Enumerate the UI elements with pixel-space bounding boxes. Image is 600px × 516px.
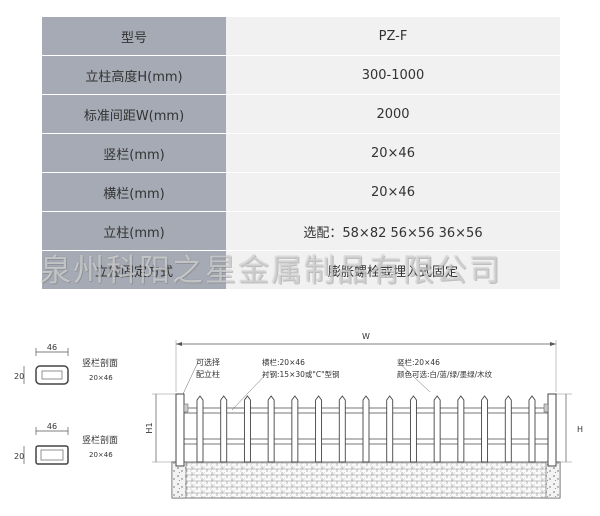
dim-h1-label: H1 <box>145 422 154 433</box>
picket <box>338 395 346 463</box>
dim-h-label: H <box>577 425 583 434</box>
post-left <box>175 393 185 467</box>
row-value-rail: 20×46 <box>226 172 560 212</box>
spec-table: 型号 PZ-F 立柱高度H(mm) 300-1000 标准间距W(mm) 200… <box>42 17 560 290</box>
picket <box>291 395 299 463</box>
picket <box>386 395 394 463</box>
table-row: 标准间距W(mm) 2000 <box>42 94 560 134</box>
note-picket-line2: 颜色可选:白/蓝/绿/墨绿/木纹 <box>397 369 493 379</box>
row-label-spacing: 标准间距W(mm) <box>42 94 226 134</box>
note-rail-line2: 衬钢:15×30或"C"型钢 <box>262 369 340 379</box>
picket <box>196 395 204 463</box>
section-1-title: 竖栏剖面 <box>82 357 118 369</box>
picket <box>481 395 489 463</box>
row-value-post: 选配：58×82 56×56 36×56 <box>226 211 560 251</box>
pickets <box>196 395 536 463</box>
row-value-fixing: 膨胀螺栓或埋入式固定 <box>226 250 560 290</box>
table-row: 型号 PZ-F <box>42 17 560 56</box>
picket <box>220 395 228 463</box>
section-1-dim-width: 46 <box>47 343 57 352</box>
row-value-picket: 20×46 <box>226 133 560 173</box>
picket <box>267 395 275 463</box>
table-row: 立柱高度H(mm) 300-1000 <box>42 55 560 95</box>
post-foundation-left <box>171 461 187 499</box>
fence-diagram: 46 20 竖栏剖面 20×46 46 20 竖栏剖面 20×46 W H1 <box>14 332 583 499</box>
section-2-dim-width: 46 <box>47 422 57 431</box>
post-right <box>547 393 557 467</box>
post-foundation-right <box>545 461 561 499</box>
picket <box>315 395 323 463</box>
section-1-size: 20×46 <box>89 374 113 382</box>
table-row: 竖栏(mm) 20×46 <box>42 133 560 173</box>
fence-elevation: W H1 H 可选择 配立柱 横栏:20×46 衬钢:15×30或 <box>145 332 583 499</box>
picket <box>243 395 251 463</box>
row-label-fixing: 立柱固定方式 <box>42 250 226 290</box>
picket <box>528 395 536 463</box>
table-row: 横栏(mm) 20×46 <box>42 172 560 212</box>
note-post-line2: 配立柱 <box>196 369 220 379</box>
row-label-post: 立柱(mm) <box>42 211 226 251</box>
note-picket-line1: 竖栏:20×46 <box>397 357 440 367</box>
row-value-model: PZ-F <box>226 17 560 56</box>
table-row: 立柱(mm) 选配：58×82 56×56 36×56 <box>42 211 560 251</box>
section-2-title: 竖栏剖面 <box>82 434 118 446</box>
note-rail-line1: 横栏:20×46 <box>262 357 305 367</box>
row-label-model: 型号 <box>42 17 226 56</box>
section-2-profile-icon <box>35 445 69 465</box>
row-value-post-height: 300-1000 <box>226 55 560 95</box>
picket <box>362 395 370 463</box>
picket <box>457 395 465 463</box>
row-label-picket: 竖栏(mm) <box>42 133 226 173</box>
section-1: 46 20 竖栏剖面 20×46 <box>14 343 118 385</box>
picket <box>504 395 512 463</box>
note-post-line1: 可选择 <box>196 357 220 367</box>
row-value-spacing: 2000 <box>226 94 560 134</box>
section-1-dim-height: 20 <box>14 372 24 381</box>
ground-block <box>171 461 561 499</box>
section-2: 46 20 竖栏剖面 20×46 <box>14 422 118 465</box>
row-label-rail: 横栏(mm) <box>42 172 226 212</box>
section-1-profile-icon <box>35 365 69 385</box>
picket <box>409 395 417 463</box>
section-2-size: 20×46 <box>89 451 113 459</box>
dim-width-label: W <box>362 332 370 341</box>
row-label-post-height: 立柱高度H(mm) <box>42 55 226 95</box>
picket <box>433 395 441 463</box>
table-row: 立柱固定方式 膨胀螺栓或埋入式固定 <box>42 250 560 290</box>
section-2-dim-height: 20 <box>14 452 24 461</box>
